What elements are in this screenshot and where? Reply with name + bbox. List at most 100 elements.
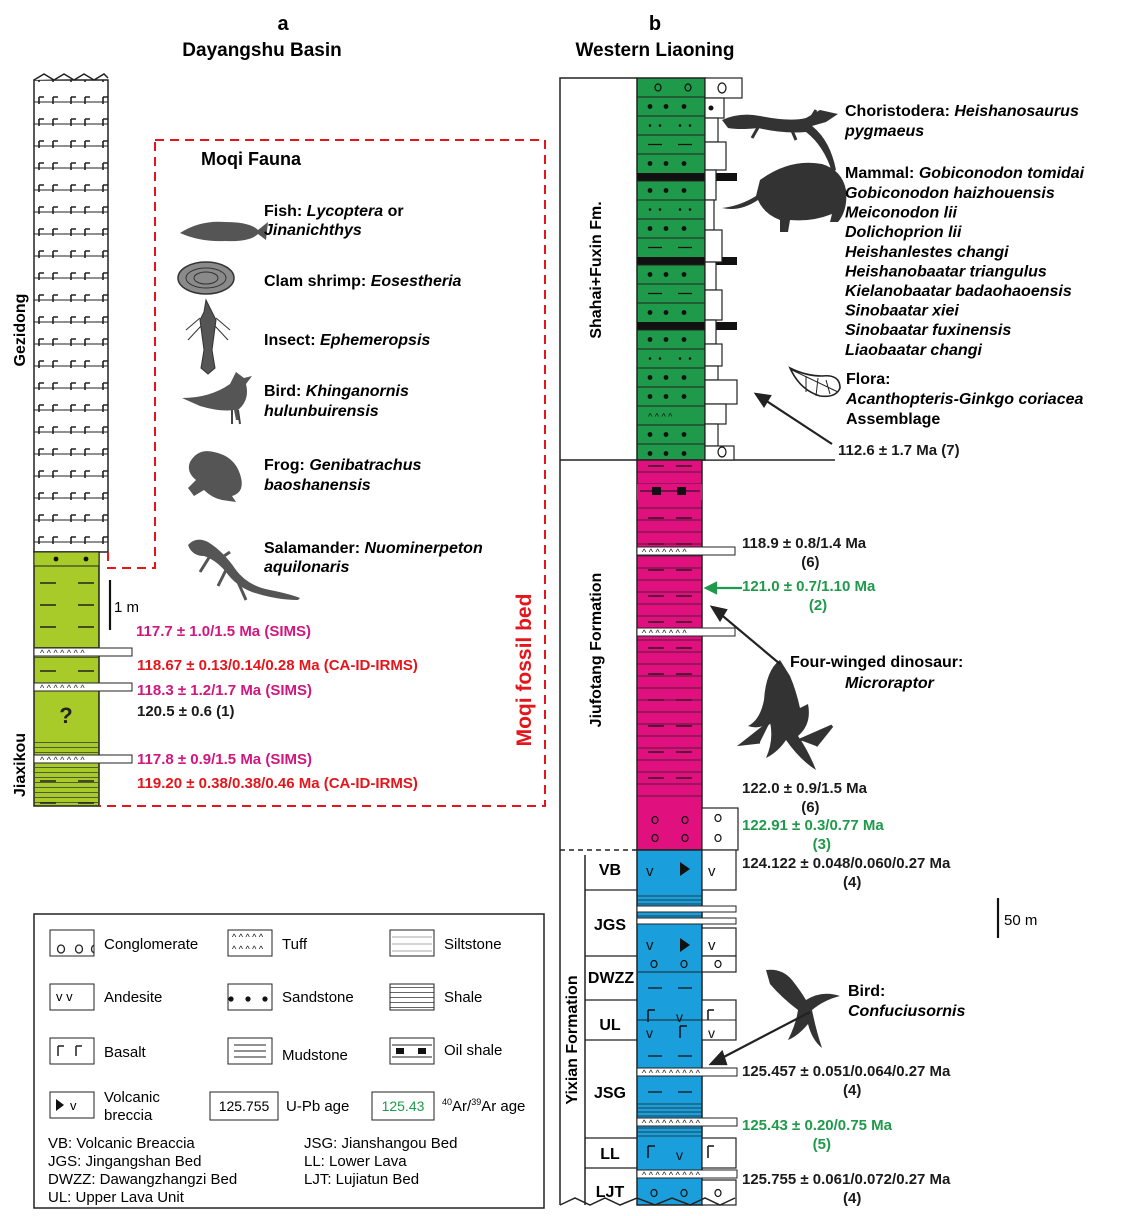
- confuciusornis-silhouette: [766, 970, 840, 1048]
- svg-text:^ ^ ^ ^ ^ ^ ^ ^ ^: ^ ^ ^ ^ ^ ^ ^ ^ ^: [642, 1068, 701, 1078]
- legend-volcanic: Volcanic: [104, 1089, 160, 1106]
- age-label-b: 125.755 ± 0.061/0.072/0.27 Ma: [742, 1171, 951, 1188]
- svg-text:Bird: Khinganornis: Bird: Khinganornis: [264, 383, 409, 400]
- choristodera-species: pygmaeus: [844, 123, 924, 140]
- svg-text:v: v: [676, 1147, 683, 1163]
- age-label-b: 112.6 ± 1.7 Ma (7): [838, 442, 960, 459]
- panel-b-title: Western Liaoning: [575, 40, 734, 61]
- bed-dwzz: DWZZ: [588, 970, 634, 987]
- age-ref-b: (3): [813, 836, 831, 853]
- bed-jgs: JGS: [594, 917, 626, 934]
- legend: Conglomerate ^ ^ ^ ^ ^ ^ ^ ^ ^ ^ Tuff Sil…: [34, 914, 544, 1208]
- legend-upb-label: U-Pb age: [286, 1098, 349, 1115]
- svg-text:v: v: [708, 863, 716, 880]
- microraptor-silhouette: [742, 660, 832, 770]
- mammal-species: Sinobaatar xiei: [845, 303, 959, 320]
- panel-a-title: Dayangshu Basin: [182, 40, 341, 61]
- flora-line1: Acanthopteris-Ginkgo coriacea: [845, 391, 1083, 408]
- svg-text:^ ^ ^ ^ ^ ^ ^ ^ ^: ^ ^ ^ ^ ^ ^ ^ ^ ^: [642, 1170, 701, 1180]
- basalt-column: [34, 74, 108, 552]
- svg-text:^ ^ ^ ^ ^: ^ ^ ^ ^ ^: [232, 932, 264, 942]
- dinosaur-name: Microraptor: [845, 675, 935, 692]
- mammal-species: Kielanobaatar badaohaoensis: [845, 283, 1072, 300]
- svg-text:Fish: Lycoptera or: Fish: Lycoptera or: [264, 203, 404, 220]
- svg-text:UL: Upper Lava Unit: UL: Upper Lava Unit: [48, 1189, 185, 1206]
- age-label-b: 122.0 ± 0.9/1.5 Ma: [742, 780, 868, 797]
- age-ref-b: (4): [843, 874, 861, 891]
- svg-text:baoshanensis: baoshanensis: [264, 477, 371, 494]
- bird-name: Confuciusornis: [848, 1003, 965, 1020]
- svg-text:^ ^ ^ ^ ^ ^ ^: ^ ^ ^ ^ ^ ^ ^: [40, 683, 85, 693]
- bed-vb: VB: [599, 862, 621, 879]
- mammal-species: Liaobaatar changi: [845, 342, 982, 359]
- legend-basalt: Basalt: [104, 1044, 147, 1061]
- legend-breccia: breccia: [104, 1107, 153, 1124]
- bed-ljt: LJT: [596, 1184, 625, 1201]
- age-label-a: 117.8 ± 0.9/1.5 Ma (SIMS): [137, 751, 312, 768]
- age-label-a: 118.3 ± 1.2/1.7 Ma (SIMS): [137, 682, 312, 699]
- age-ref-b: (4): [843, 1082, 861, 1099]
- green-arrow: [706, 583, 742, 593]
- svg-text:Frog: Genibatrachus: Frog: Genibatrachus: [264, 457, 421, 474]
- svg-text:Choristodera: Heishanosaurus: Choristodera: Heishanosaurus: [845, 103, 1079, 120]
- choristodera-group: Choristodera: [845, 103, 945, 120]
- svg-text:40Ar/39Ar age: 40Ar/39Ar age: [442, 1097, 525, 1115]
- svg-text:^ ^ ^ ^: ^ ^ ^ ^: [648, 412, 673, 422]
- svg-text:^ ^ ^ ^ ^ ^ ^: ^ ^ ^ ^ ^ ^ ^: [642, 547, 687, 557]
- formation-jiufotang: Jiufotang Formation: [588, 573, 605, 728]
- flora-group: Flora:: [846, 371, 890, 388]
- svg-text:v: v: [708, 1025, 715, 1041]
- legend-siltstone: Siltstone: [444, 936, 502, 953]
- mammal-species: Heishanlestes changi: [845, 244, 1009, 261]
- svg-text:^ ^ ^ ^ ^: ^ ^ ^ ^ ^: [232, 944, 264, 954]
- svg-text:v: v: [676, 1009, 683, 1025]
- legend-tuff: Tuff: [282, 936, 308, 953]
- svg-text:DWZZ: Dawangzhangzi Bed: DWZZ: Dawangzhangzi Bed: [48, 1171, 237, 1188]
- svg-text:^ ^ ^ ^ ^ ^ ^: ^ ^ ^ ^ ^ ^ ^: [40, 755, 85, 765]
- formation-yixian: Yixian Formation: [564, 975, 581, 1104]
- svg-text:VB: Volcanic Breaccia: VB: Volcanic Breaccia: [48, 1135, 195, 1152]
- fauna-clam-shrimp: Clam shrimp: Eosestheria: [178, 262, 462, 294]
- moqi-fossil-bed-label: Moqi fossil bed: [513, 594, 536, 747]
- legend-mudstone: Mudstone: [282, 1047, 348, 1064]
- mammal-species: Meiconodon lii: [845, 205, 958, 222]
- lime-column: ^ ^ ^ ^ ^ ^ ^ ^ ^ ^ ^ ^ ^ ^ ? ^ ^ ^ ^ ^ …: [34, 552, 132, 806]
- svg-text:Salamander: Nuominerpeton: Salamander: Nuominerpeton: [264, 540, 483, 557]
- fauna-frog: Frog: Genibatrachus baoshanensis: [188, 451, 421, 502]
- age-label-a: 118.67 ± 0.13/0.14/0.28 Ma (CA-ID-IRMS): [137, 657, 418, 674]
- fauna-bird: Bird: Khinganornis hulunbuirensis: [182, 372, 409, 424]
- age-label-b: 125.457 ± 0.051/0.064/0.27 Ma: [742, 1063, 951, 1080]
- svg-text:v: v: [646, 937, 654, 954]
- panel-a-letter: a: [277, 13, 289, 35]
- svg-text:Jinanichthys: Jinanichthys: [264, 222, 362, 239]
- unit-jiaxikou: Jiaxikou: [12, 733, 29, 797]
- legend-shale: Shale: [444, 989, 482, 1006]
- age-label-b: 122.91 ± 0.3/0.77 Ma: [742, 817, 884, 834]
- mammal-species: Heishanobaatar triangulus: [845, 263, 1047, 280]
- svg-text:Clam shrimp: Eosestheria: Clam shrimp: Eosestheria: [264, 273, 462, 290]
- scale-bar-a: 1 m: [110, 580, 139, 630]
- moqi-fauna-title: Moqi Fauna: [201, 149, 302, 169]
- mammal-species: Gobiconodon haizhouensis: [845, 185, 1055, 202]
- legend-conglomerate: Conglomerate: [104, 936, 198, 953]
- fauna-fish: Fish: Lycoptera or Jinanichthys: [180, 203, 404, 241]
- age-ref-b: (6): [801, 799, 819, 816]
- fauna-salamander: Salamander: Nuominerpeton aquilonaris: [188, 540, 483, 600]
- age-label-a: 117.7 ± 1.0/1.5 Ma (SIMS): [136, 623, 311, 640]
- mammal-group: Mammal: [845, 165, 909, 182]
- svg-text:JGS: Jingangshan Bed: JGS: Jingangshan Bed: [48, 1153, 201, 1170]
- svg-text:v v: v v: [56, 989, 73, 1004]
- bed-labels: VB JGS DWZZ UL JSG LL LJT: [588, 862, 634, 1201]
- svg-text:aquilonaris: aquilonaris: [264, 559, 349, 576]
- svg-text:^ ^ ^ ^ ^ ^ ^: ^ ^ ^ ^ ^ ^ ^: [642, 628, 687, 638]
- panel-b-letter: b: [649, 13, 661, 35]
- age-label-b: 118.9 ± 0.8/1.4 Ma: [742, 535, 867, 552]
- scale-label-b: 50 m: [1004, 912, 1037, 929]
- svg-text:^ ^ ^ ^ ^ ^ ^ ^ ^: ^ ^ ^ ^ ^ ^ ^ ^ ^: [642, 1118, 701, 1128]
- age-ref-b: (6): [801, 554, 819, 571]
- bed-ll: LL: [600, 1146, 620, 1163]
- flora-line2: Assemblage: [846, 411, 940, 428]
